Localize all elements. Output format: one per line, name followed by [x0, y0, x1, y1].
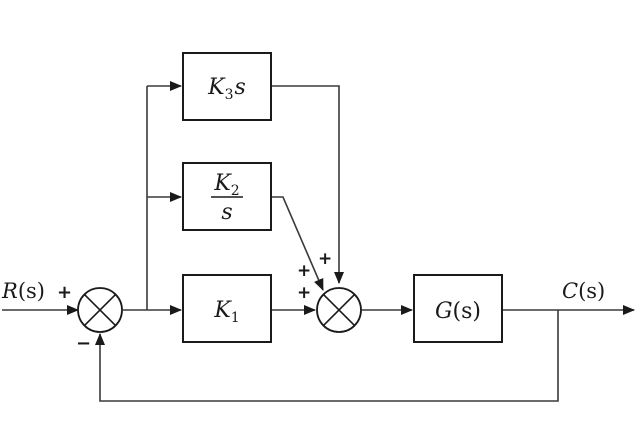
k3s-label: K3s — [207, 75, 246, 103]
summer1-plus-sign: + — [57, 282, 72, 303]
k3s-block — [182, 52, 272, 121]
summer1-minus-sign: − — [76, 333, 91, 354]
k2-numerator: K2 — [213, 171, 239, 199]
summing-junction-2 — [316, 287, 362, 333]
plant-label: G(s) — [435, 299, 481, 324]
k1-block — [182, 274, 272, 343]
k2-over-s-block — [182, 162, 272, 231]
plant-block — [413, 274, 503, 343]
input-label: R(s) — [1, 279, 45, 303]
summer2-plus-sign-top: + — [318, 249, 332, 269]
feedback-line — [95, 310, 559, 402]
k2s-out-line — [271, 196, 324, 291]
summer2-plus-sign-diagonal: + — [297, 261, 311, 281]
k1-label: K1 — [213, 298, 239, 326]
k2-denominator: s — [221, 200, 232, 225]
summer2-plus-sign-left: + — [297, 283, 311, 303]
summing-junction-1 — [77, 287, 123, 333]
signal-lines — [2, 81, 635, 402]
output-label: C(s) — [562, 279, 605, 303]
k3s-out-line — [271, 85, 344, 284]
